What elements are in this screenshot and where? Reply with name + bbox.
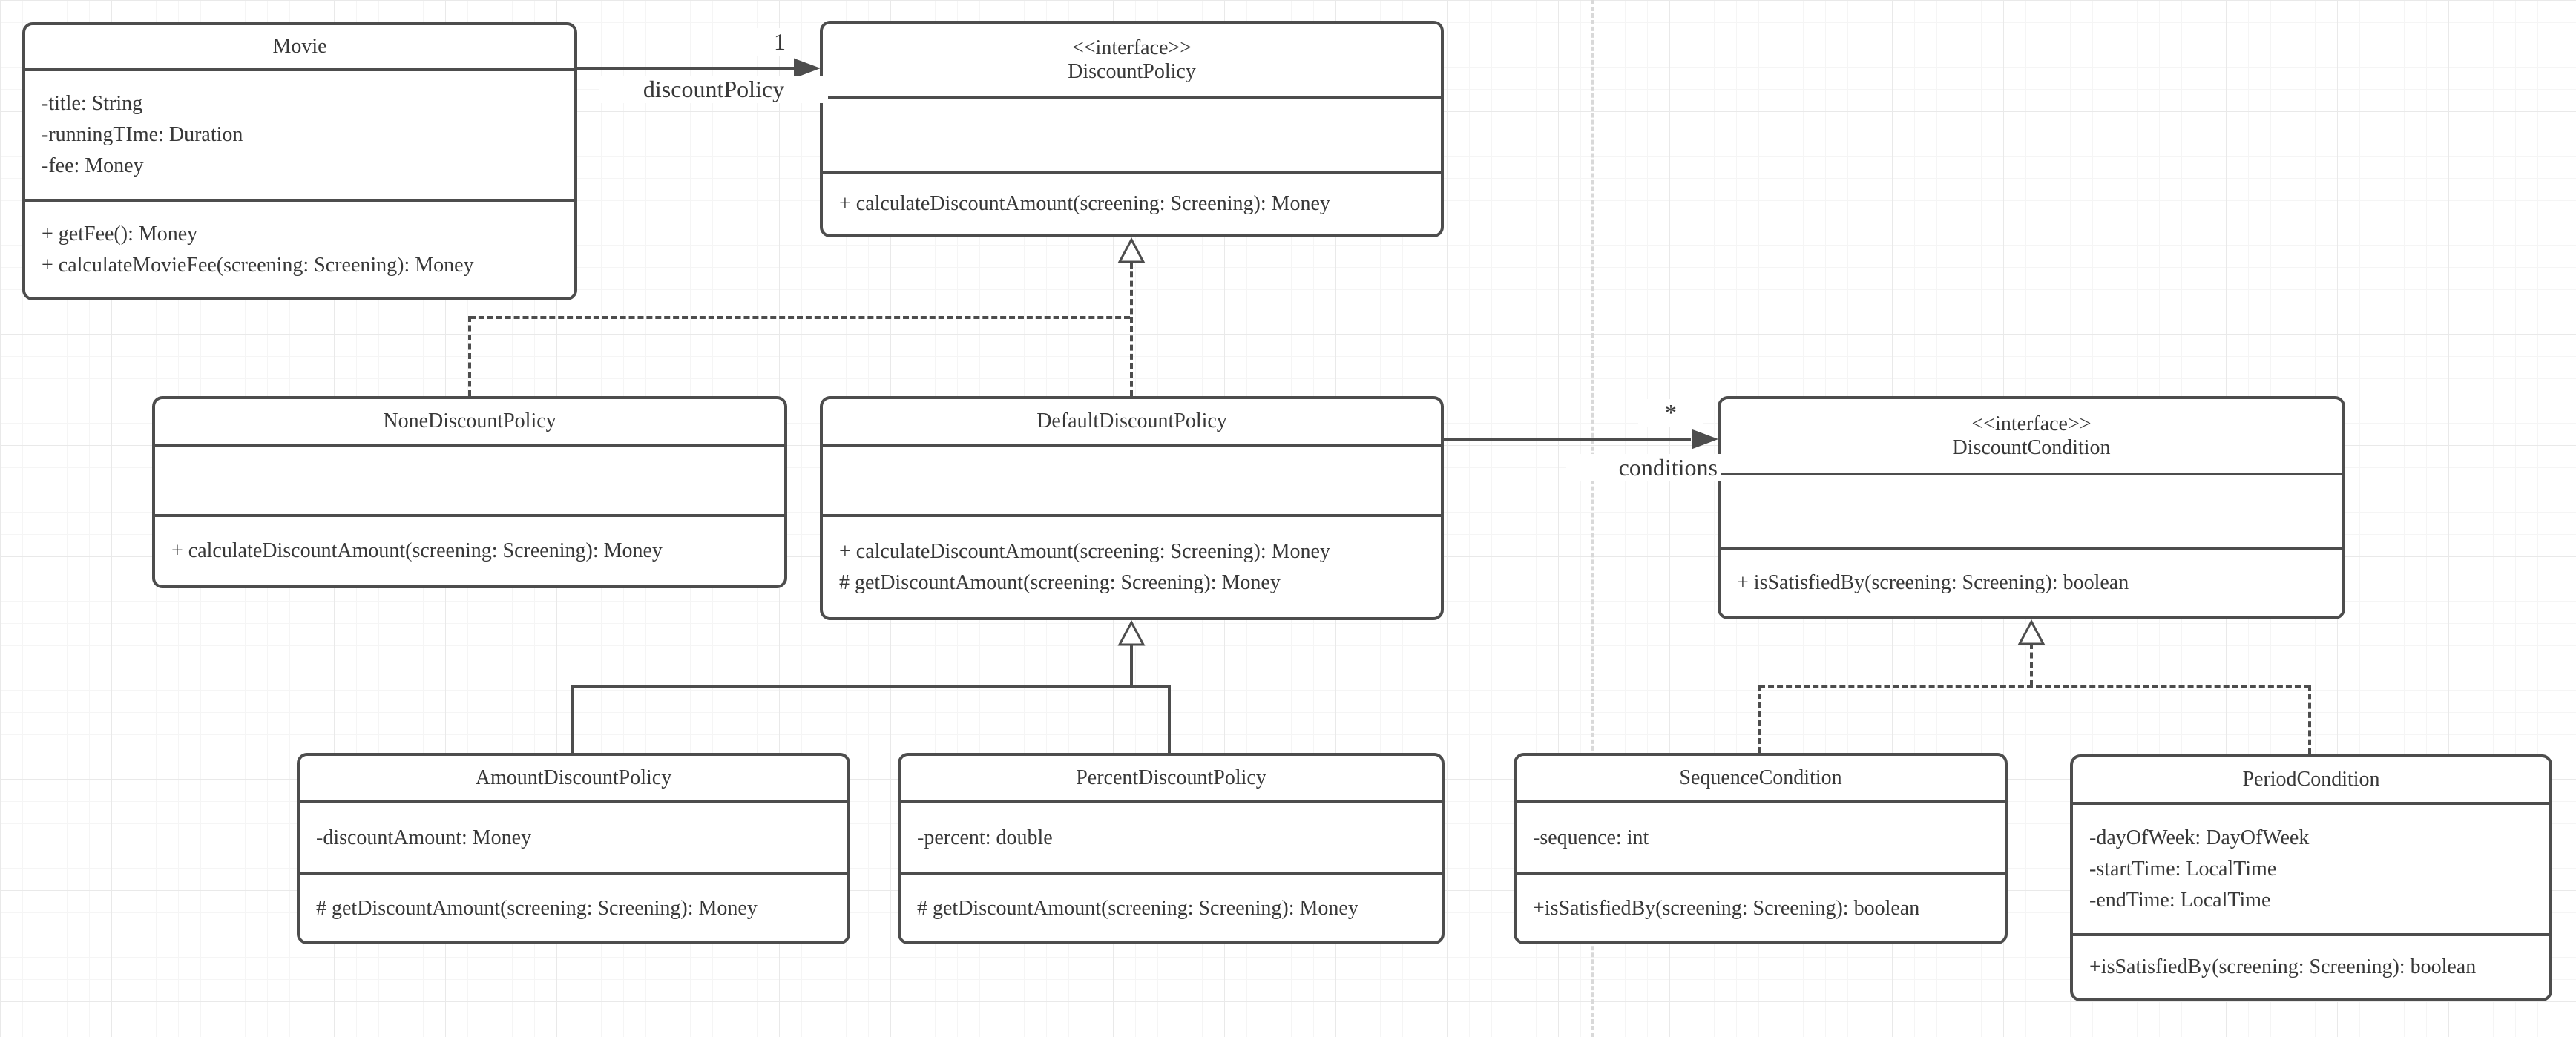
- operation: + calculateMovieFee(screening: Screening…: [42, 253, 474, 277]
- class-name: SequenceCondition: [1679, 766, 1842, 789]
- stereotype: <<interface>>: [1071, 36, 1192, 59]
- operation: + calculateDiscountAmount(screening: Scr…: [839, 539, 1330, 563]
- generalization-branch-horizontal[interactable]: [572, 685, 1171, 688]
- attribute: -fee: Money: [42, 154, 144, 177]
- class-name: DiscountPolicy: [1068, 60, 1196, 83]
- class-percent-discount-policy-operations: # getDiscountAmount(screening: Screening…: [901, 875, 1442, 941]
- interface-discount-condition[interactable]: <<interface>> DiscountCondition + isSati…: [1718, 396, 2345, 619]
- generalization-amountdiscountpolicy-stem[interactable]: [571, 685, 574, 753]
- association-name-label[interactable]: discountPolicy: [599, 76, 828, 103]
- page-boundary-line: [1591, 0, 1594, 1037]
- class-percent-discount-policy-title: PercentDiscountPolicy: [901, 756, 1442, 803]
- hollow-triangle-icon[interactable]: [1117, 620, 1146, 647]
- attribute: -discountAmount: Money: [316, 826, 532, 849]
- operation: # getDiscountAmount(screening: Screening…: [839, 570, 1281, 594]
- operation: # getDiscountAmount(screening: Screening…: [316, 896, 758, 920]
- class-name: DefaultDiscountPolicy: [1036, 409, 1227, 432]
- attribute: -title: String: [42, 92, 143, 115]
- class-default-discount-policy-title: DefaultDiscountPolicy: [823, 399, 1441, 447]
- class-name: DiscountCondition: [1952, 435, 2111, 459]
- class-none-discount-policy-attributes: [155, 447, 784, 517]
- class-movie[interactable]: Movie -title: String -runningTIme: Durat…: [22, 22, 577, 300]
- class-default-discount-policy-attributes: [823, 447, 1441, 517]
- operation: # getDiscountAmount(screening: Screening…: [917, 896, 1358, 920]
- class-period-condition-attributes: -dayOfWeek: DayOfWeek -startTime: LocalT…: [2073, 805, 2549, 936]
- class-sequence-condition-attributes: -sequence: int: [1517, 803, 2005, 875]
- interface-discount-policy-operations: + calculateDiscountAmount(screening: Scr…: [823, 174, 1441, 234]
- class-none-discount-policy-operations: + calculateDiscountAmount(screening: Scr…: [155, 517, 784, 585]
- association-defaultdiscountpolicy-discountcondition-line[interactable]: [1444, 438, 1691, 441]
- class-period-condition-title: PeriodCondition: [2073, 757, 2549, 805]
- class-sequence-condition-operations: +isSatisfiedBy(screening: Screening): bo…: [1517, 875, 2005, 941]
- interface-discount-condition-title: <<interface>> DiscountCondition: [1721, 399, 2342, 475]
- realization-defaultdiscountpolicy-stem[interactable]: [1130, 263, 1133, 396]
- class-name: Movie: [272, 35, 327, 58]
- interface-discount-condition-operations: + isSatisfiedBy(screening: Screening): b…: [1721, 550, 2342, 616]
- attribute: -endTime: LocalTime: [2089, 888, 2271, 912]
- attribute: -runningTIme: Duration: [42, 123, 243, 146]
- realization-discountcondition-stem[interactable]: [2030, 643, 2033, 686]
- class-none-discount-policy-title: NoneDiscountPolicy: [155, 399, 784, 447]
- class-percent-discount-policy[interactable]: PercentDiscountPolicy -percent: double #…: [898, 753, 1445, 944]
- association-movie-discountpolicy-line[interactable]: [577, 67, 795, 70]
- filled-arrowhead-icon[interactable]: [793, 57, 820, 79]
- class-movie-operations: + getFee(): Money + calculateMovieFee(sc…: [25, 202, 574, 297]
- filled-arrowhead-icon[interactable]: [1691, 428, 1718, 450]
- class-sequence-condition-title: SequenceCondition: [1517, 756, 2005, 803]
- operation: + isSatisfiedBy(screening: Screening): b…: [1737, 571, 2129, 594]
- class-default-discount-policy-operations: + calculateDiscountAmount(screening: Scr…: [823, 517, 1441, 617]
- attribute: -dayOfWeek: DayOfWeek: [2089, 826, 2310, 849]
- realization-conditions-branch-horizontal[interactable]: [1759, 685, 2310, 688]
- class-period-condition[interactable]: PeriodCondition -dayOfWeek: DayOfWeek -s…: [2070, 754, 2552, 1001]
- attribute: -startTime: LocalTime: [2089, 857, 2277, 880]
- multiplicity-label[interactable]: 1: [723, 28, 789, 56]
- association-name-label[interactable]: conditions: [1566, 454, 1721, 481]
- realization-branch-horizontal[interactable]: [470, 316, 1130, 319]
- realization-nonediscountpolicy-stem[interactable]: [468, 316, 471, 396]
- realization-sequencecondition-stem[interactable]: [1758, 685, 1761, 753]
- realization-periodcondition-stem[interactable]: [2308, 685, 2311, 754]
- attribute: -sequence: int: [1533, 826, 1649, 849]
- class-amount-discount-policy[interactable]: AmountDiscountPolicy -discountAmount: Mo…: [297, 753, 850, 944]
- class-period-condition-operations: +isSatisfiedBy(screening: Screening): bo…: [2073, 936, 2549, 998]
- interface-discount-policy-attributes: [823, 99, 1441, 174]
- class-name: AmountDiscountPolicy: [475, 766, 672, 789]
- class-name: NoneDiscountPolicy: [383, 409, 556, 432]
- stereotype: <<interface>>: [1971, 412, 2092, 435]
- class-movie-attributes: -title: String -runningTIme: Duration -f…: [25, 71, 574, 202]
- class-none-discount-policy[interactable]: NoneDiscountPolicy + calculateDiscountAm…: [152, 396, 787, 588]
- operation: + calculateDiscountAmount(screening: Scr…: [839, 192, 1330, 215]
- class-amount-discount-policy-title: AmountDiscountPolicy: [300, 756, 847, 803]
- operation: +isSatisfiedBy(screening: Screening): bo…: [1533, 896, 1920, 920]
- hollow-triangle-icon[interactable]: [2017, 619, 2046, 646]
- operation: + calculateDiscountAmount(screening: Scr…: [171, 539, 663, 562]
- class-movie-title: Movie: [25, 25, 574, 71]
- class-name: PercentDiscountPolicy: [1076, 766, 1266, 789]
- class-amount-discount-policy-operations: # getDiscountAmount(screening: Screening…: [300, 875, 847, 941]
- class-percent-discount-policy-attributes: -percent: double: [901, 803, 1442, 875]
- class-amount-discount-policy-attributes: -discountAmount: Money: [300, 803, 847, 875]
- attribute: -percent: double: [917, 826, 1053, 849]
- generalization-percentdiscountpolicy-stem[interactable]: [1168, 685, 1171, 753]
- interface-discount-condition-attributes: [1721, 475, 2342, 550]
- class-default-discount-policy[interactable]: DefaultDiscountPolicy + calculateDiscoun…: [820, 396, 1444, 620]
- operation: + getFee(): Money: [42, 222, 198, 246]
- interface-discount-policy[interactable]: <<interface>> DiscountPolicy + calculate…: [820, 21, 1444, 237]
- interface-discount-policy-title: <<interface>> DiscountPolicy: [823, 24, 1441, 99]
- class-sequence-condition[interactable]: SequenceCondition -sequence: int +isSati…: [1514, 753, 2008, 944]
- class-name: PeriodCondition: [2242, 768, 2380, 791]
- hollow-triangle-icon[interactable]: [1117, 237, 1146, 264]
- multiplicity-label[interactable]: *: [1638, 399, 1703, 427]
- generalization-stem[interactable]: [1130, 644, 1133, 686]
- operation: +isSatisfiedBy(screening: Screening): bo…: [2089, 955, 2477, 978]
